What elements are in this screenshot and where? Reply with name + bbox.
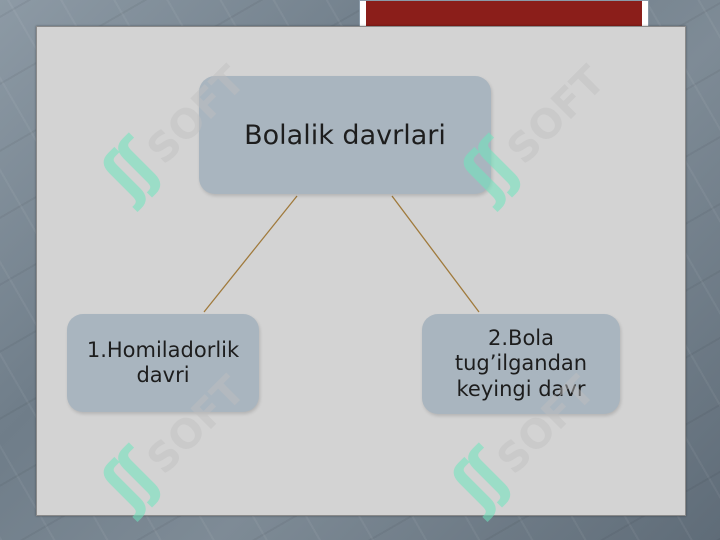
diagram-child-node-1: 1.Homiladorlik davri	[67, 314, 259, 412]
child-node-2-label: 2.Bola tug’ilgandan keyingi davr	[454, 326, 588, 401]
diagram-child-node-2: 2.Bola tug’ilgandan keyingi davr	[422, 314, 620, 414]
connector-root-to-right	[391, 195, 480, 313]
child-node-1-label: 1.Homiladorlik davri	[86, 337, 240, 387]
root-node-label: Bolalik davrlari	[244, 119, 446, 151]
diagram-root-node: Bolalik davrlari	[199, 76, 491, 194]
connector-root-to-left	[203, 195, 298, 313]
